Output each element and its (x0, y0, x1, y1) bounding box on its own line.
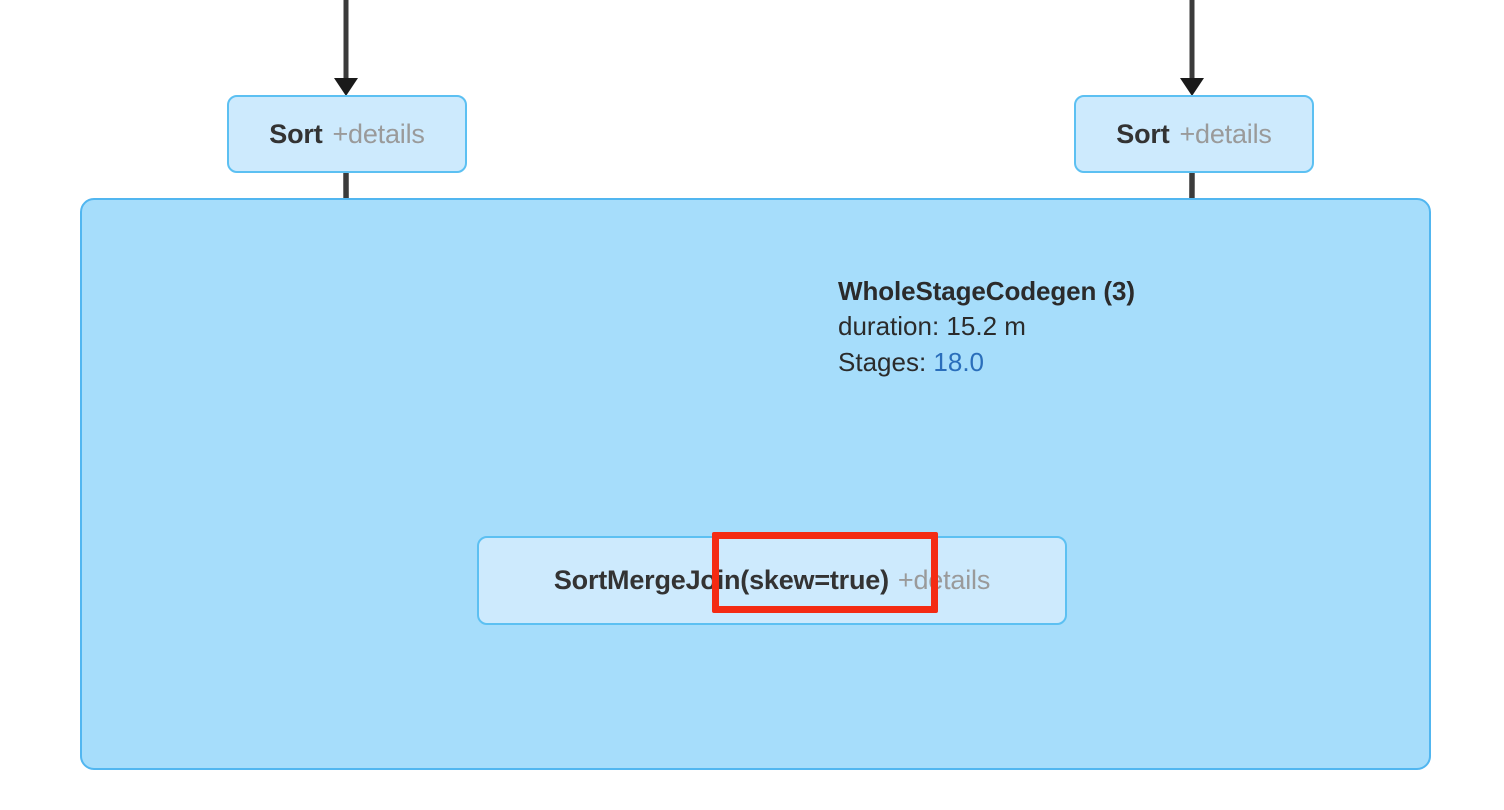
cluster-duration: duration: 15.2 m (838, 309, 1358, 344)
plan-node-sort-left[interactable]: Sort +details (227, 95, 467, 173)
cluster-stages-value[interactable]: 18.0 (933, 346, 985, 377)
details-toggle[interactable]: +details (1179, 118, 1272, 149)
cluster-metrics: WholeStageCodegen (3) duration: 15.2 m S… (838, 274, 1358, 380)
node-label: SortMergeJoin(skew=true) (553, 565, 889, 595)
wholestagecodegen-cluster[interactable] (80, 198, 1431, 770)
plan-node-sort-right[interactable]: Sort +details (1074, 95, 1314, 173)
node-label: Sort (269, 118, 323, 149)
edge-into-sort-left (334, 0, 358, 96)
details-toggle[interactable]: +details (897, 565, 991, 595)
details-toggle[interactable]: +details (332, 118, 425, 149)
cluster-stages: Stages: 18.0 (838, 345, 1358, 380)
edge-into-sort-right (1180, 0, 1204, 96)
plan-node-sortmergejoin[interactable]: SortMergeJoin(skew=true) +details (477, 536, 1067, 625)
cluster-duration-label: duration: (838, 311, 940, 342)
cluster-stages-label: Stages: (838, 346, 927, 377)
cluster-duration-value: 15.2 m (946, 311, 1026, 342)
skew-highlight-box (712, 532, 938, 613)
cluster-title: WholeStageCodegen (3) (838, 276, 1135, 306)
node-label: Sort (1116, 118, 1170, 149)
